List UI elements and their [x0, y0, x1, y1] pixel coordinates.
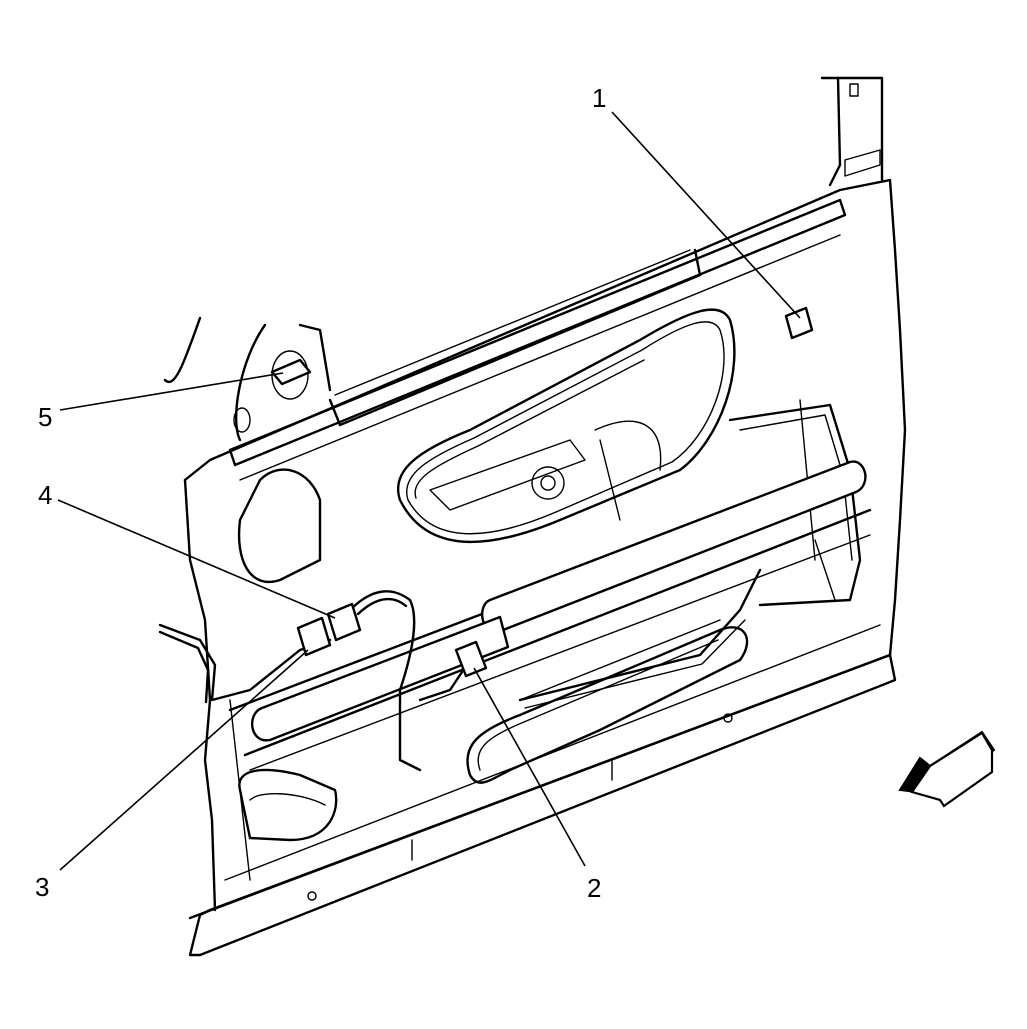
- leader-1: [611, 111, 801, 319]
- leader-4: [57, 499, 336, 619]
- callout-1: 1: [592, 83, 606, 113]
- leader-2: [473, 667, 586, 867]
- connector-5-body: [270, 358, 312, 386]
- callout-5: 5: [38, 402, 52, 432]
- hinge-area: [163, 316, 338, 842]
- wiring-harness: [158, 568, 762, 772]
- lower-access-opening: [466, 619, 749, 784]
- callout-4: 4: [38, 480, 52, 510]
- view-direction-arrow-icon: [898, 730, 996, 808]
- connector-4-body: [326, 602, 362, 642]
- callout-2: 2: [587, 873, 601, 903]
- connector-3-body: [296, 616, 332, 657]
- connector-2-body: [454, 640, 488, 678]
- connectors: [270, 306, 814, 678]
- leader-5: [59, 372, 284, 411]
- callout-labels: 1 2 3 4 5: [35, 83, 606, 903]
- guard-beam: [250, 460, 867, 742]
- leader-lines: [57, 111, 801, 871]
- window-frame: [820, 76, 884, 187]
- upper-access-opening: [397, 308, 736, 544]
- leader-3: [59, 649, 309, 871]
- connector-1-body: [784, 306, 814, 340]
- callout-3: 3: [35, 872, 49, 902]
